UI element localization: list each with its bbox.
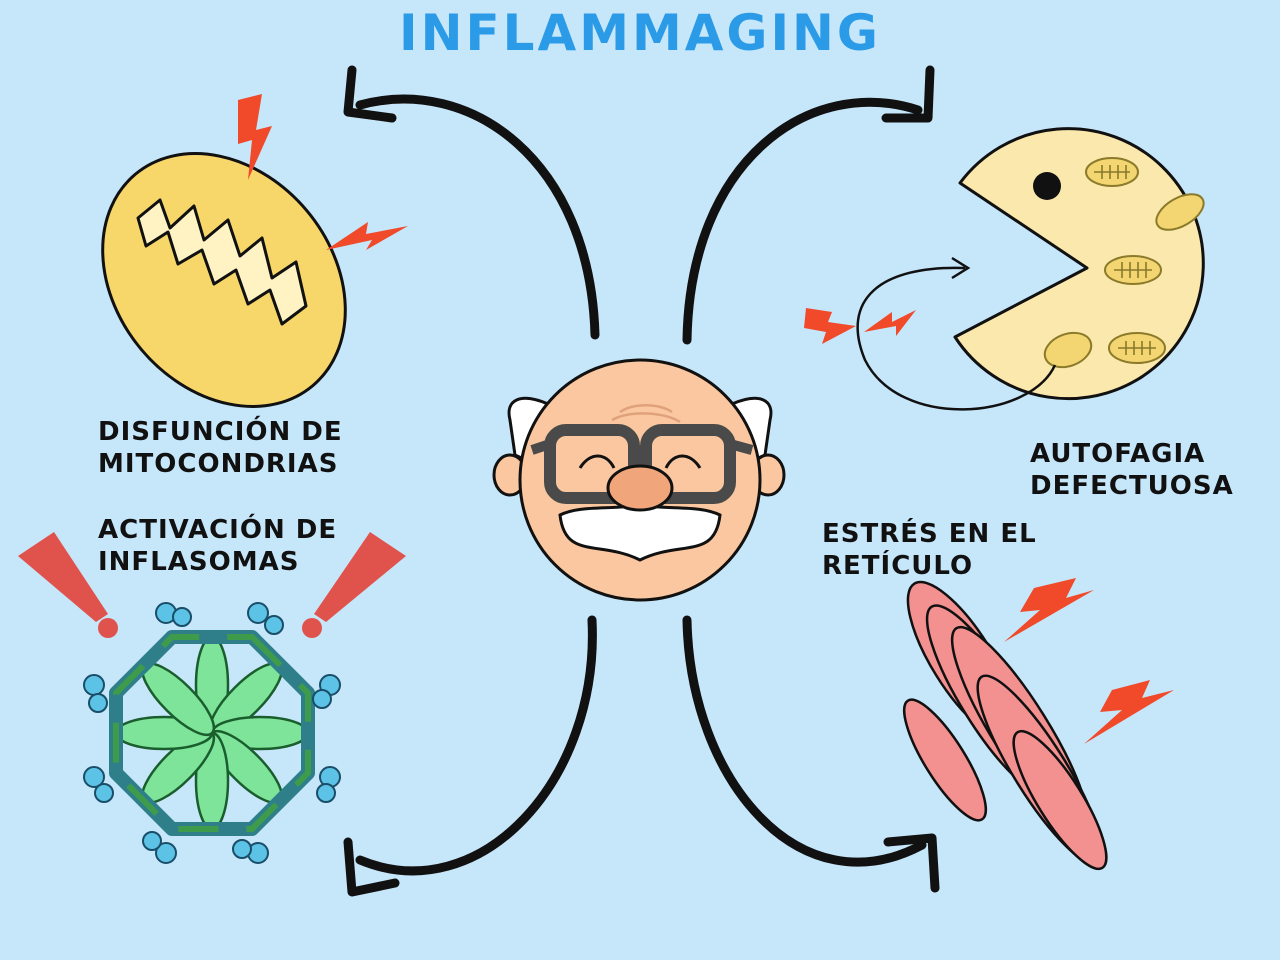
label-line: DISFUNCIÓN DE <box>98 417 343 447</box>
inflammasome-icon <box>83 602 341 864</box>
arrowhead-icon <box>883 833 940 893</box>
autophagy-flow-arrow <box>856 266 1057 411</box>
lightning-icon <box>1004 578 1174 744</box>
arrowhead-icon <box>343 837 400 897</box>
arrowhead-icon <box>343 65 397 123</box>
label-line: ACTIVACIÓN DE <box>98 515 338 545</box>
label-mitochondria: DISFUNCIÓN DE MITOCONDRIAS <box>98 416 343 480</box>
exclamation-icon <box>18 532 118 638</box>
label-line: DEFECTUOSA <box>1030 471 1234 501</box>
lightning-icon <box>804 308 916 344</box>
label-line: MITOCONDRIAS <box>98 449 339 479</box>
exclamation-icon <box>302 532 406 638</box>
arrow-to-autophagy <box>682 97 923 345</box>
label-inflammasome: ACTIVACIÓN DE INFLASOMAS <box>98 514 337 578</box>
arrowhead-icon <box>951 256 971 280</box>
page-title: INFLAMMAGING <box>399 4 881 62</box>
arrowhead-icon <box>881 65 935 123</box>
arrow-to-reticulum <box>682 615 927 867</box>
endoplasmic-reticulum-icon <box>902 580 1108 871</box>
arrow-to-inflammasome <box>355 615 597 876</box>
label-line: AUTOFAGIA <box>1030 439 1206 469</box>
label-line: RETÍCULO <box>822 551 974 581</box>
label-autophagy: AUTOFAGIA DEFECTUOSA <box>1030 438 1234 502</box>
elderly-man-icon <box>492 358 786 602</box>
pacman-cell-icon <box>953 127 1205 401</box>
mitochondria-icon <box>101 152 347 408</box>
label-reticulum: ESTRÉS EN EL RETÍCULO <box>822 518 1037 582</box>
lightning-icon <box>238 94 408 250</box>
arrow-to-mitochondria <box>355 94 600 340</box>
label-line: ESTRÉS EN EL <box>822 519 1037 549</box>
label-line: INFLASOMAS <box>98 547 300 577</box>
